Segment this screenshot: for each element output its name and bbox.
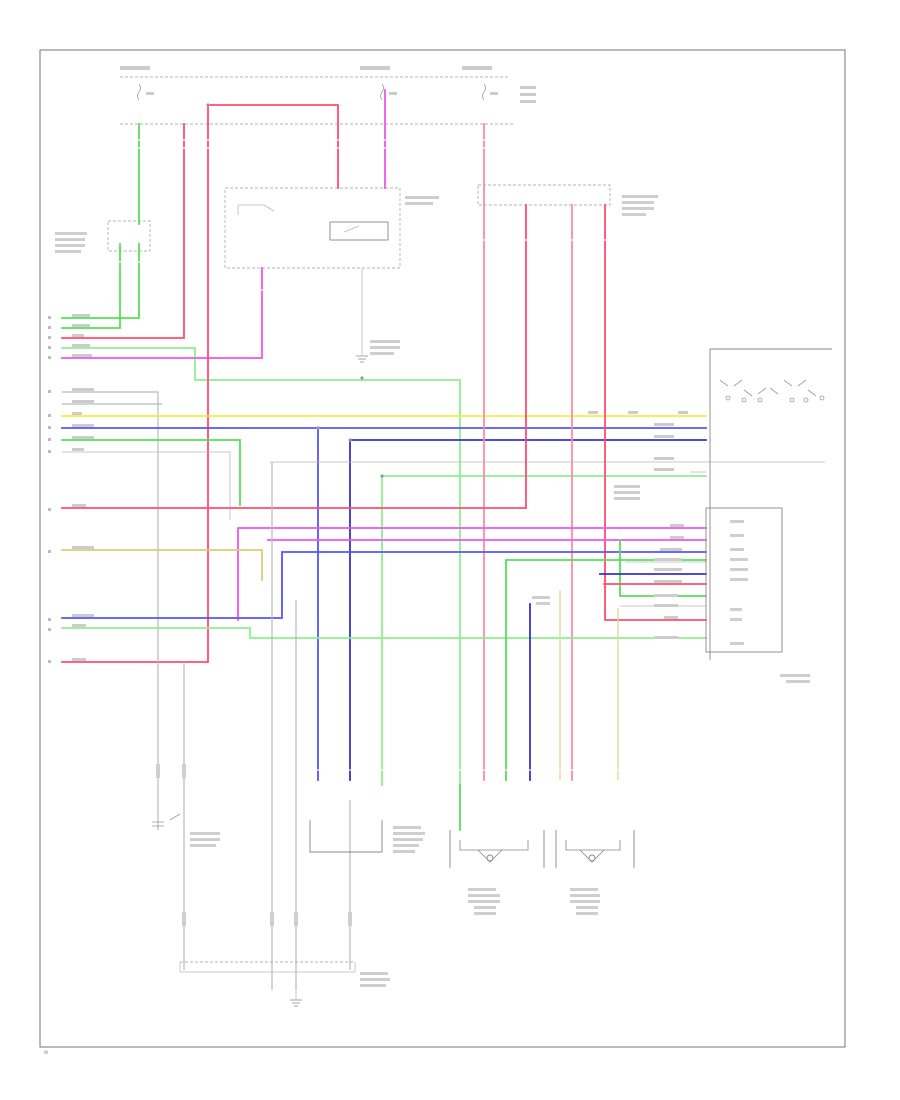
splice-dot-icon — [206, 103, 384, 478]
switch-block — [709, 348, 832, 660]
wire-red-2 — [61, 123, 209, 663]
ground-symbol-icon — [356, 355, 368, 363]
label-blocks — [55, 195, 810, 987]
ground-symbol-bottom-icon — [290, 999, 302, 1007]
sensor-right — [555, 830, 635, 868]
wire-green-2 — [61, 243, 121, 329]
ground-bus-bottom — [179, 961, 356, 1000]
wire-red-4 — [604, 204, 707, 621]
connector-pins — [118, 139, 607, 291]
wire-lightgreen-1 — [61, 347, 461, 786]
switch-contact-icon — [719, 379, 825, 403]
wire-magenta-1 — [61, 267, 263, 359]
wire-blue-3 — [61, 551, 707, 619]
footer-code: W — [44, 1050, 48, 1055]
diagram-frame — [39, 49, 846, 1048]
wire-gray-1 — [62, 391, 159, 770]
wire-label-blocks-left — [72, 314, 94, 661]
wire-tan-1 — [61, 549, 263, 581]
wire-red-3 — [61, 204, 527, 509]
wire-red-relay — [207, 104, 339, 189]
wire-green-1 — [61, 123, 140, 319]
switch-lower-left — [152, 813, 181, 827]
power-bus-top — [120, 66, 536, 125]
fuse-symbols — [137, 83, 486, 101]
wire-red-1 — [61, 123, 185, 339]
wire-green-3 — [61, 439, 241, 506]
component-outlines — [107, 184, 611, 269]
relay-body — [329, 221, 389, 241]
left-pin-markers — [48, 316, 51, 663]
wire-magenta-3 — [237, 527, 707, 621]
wire-label-blocks-right — [588, 411, 688, 639]
wire-lightgreen-3 — [61, 627, 707, 639]
wire-gray-3 — [62, 451, 231, 520]
sensor-left — [309, 820, 383, 853]
sensor-mid — [449, 830, 545, 868]
lower-connector-marks — [156, 764, 352, 926]
control-unit — [705, 507, 783, 653]
